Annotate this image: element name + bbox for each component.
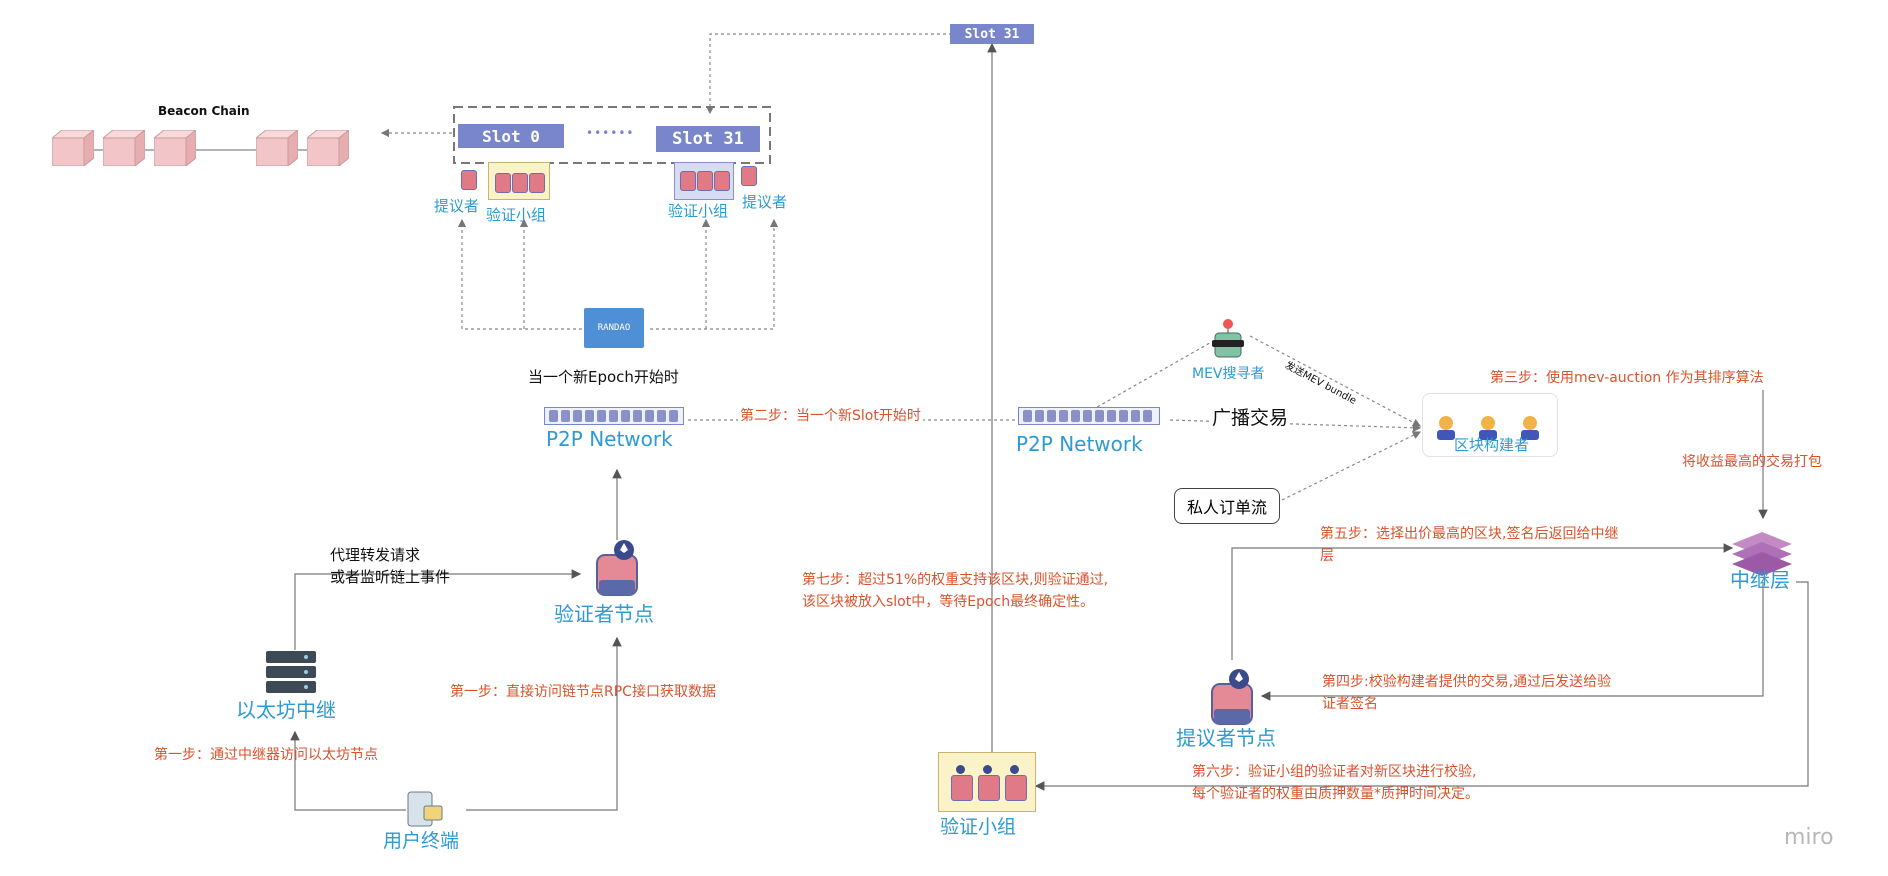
- miro-watermark: miro: [1784, 825, 1834, 850]
- block-icon: [52, 130, 94, 166]
- proposer-label: 提议者: [742, 193, 788, 211]
- step1-direct-label: 第一步：直接访问链节点RPC接口获取数据: [450, 684, 716, 700]
- validator-node-label: 验证者节点: [554, 602, 654, 626]
- builder-box: [1422, 393, 1558, 457]
- p2p-nodes: [1018, 407, 1160, 425]
- committee-icon: [488, 162, 550, 200]
- listen-label: 或者监听链上事件: [330, 568, 451, 586]
- builder-label: 区块构建者: [1454, 436, 1530, 454]
- step7-line1: 第七步：超过51%的权重支持该区块,则验证通过,: [802, 572, 1109, 588]
- block-icon: [103, 130, 145, 166]
- committee-icon: [674, 162, 734, 200]
- step2-label: 第二步：当一个新Slot开始时: [738, 408, 923, 426]
- relay-layer-label: 中继层: [1730, 568, 1790, 592]
- slot-0-label: Slot 0: [458, 124, 564, 148]
- slot-ellipsis: ••••••: [586, 126, 635, 140]
- step6-line2: 每个验证者的权重由质押数量*质押时间决定。: [1192, 786, 1479, 802]
- step4-line1: 第四步:校验构建者提供的交易,通过后发送给验: [1322, 674, 1612, 690]
- p2p-network-label: P2P Network: [1016, 432, 1143, 456]
- p2p-network-label: P2P Network: [546, 427, 673, 451]
- new-epoch-label: 当一个新Epoch开始时: [528, 368, 679, 386]
- beacon-chain-title: Beacon Chain: [158, 104, 250, 118]
- mev-searcher-label: MEV搜寻者: [1192, 366, 1265, 382]
- p2p-nodes: [544, 407, 684, 425]
- proposer-label: 提议者: [434, 197, 480, 215]
- private-flow-box: 私人订单流: [1174, 488, 1280, 524]
- slot-31-top-label: Slot 31: [950, 24, 1034, 44]
- step7-line2: 该区块被放入slot中，等待Epoch最终确定性。: [802, 594, 1095, 610]
- block-icon: [154, 130, 196, 166]
- committee-label: 验证小组: [668, 202, 729, 220]
- bottom-committee-label: 验证小组: [940, 816, 1017, 838]
- step6-line1: 第六步：验证小组的验证者对新区块进行校验,: [1192, 764, 1477, 780]
- proposer-node-label: 提议者节点: [1176, 726, 1276, 750]
- committee-label: 验证小组: [486, 206, 547, 224]
- step1-relay-label: 第一步：通过中继器访问以太坊节点: [154, 747, 378, 763]
- block-icon: [307, 130, 349, 166]
- pack-label: 将收益最高的交易打包: [1682, 454, 1822, 470]
- randao-box: RANDAO: [584, 308, 644, 348]
- step4-line2: 证者签名: [1322, 696, 1378, 712]
- block-icon: [256, 130, 298, 166]
- bottom-committee-icon: [938, 752, 1036, 812]
- broadcast-label: 广播交易: [1210, 407, 1291, 431]
- step3-label: 第三步：使用mev-auction 作为其排序算法: [1490, 370, 1764, 386]
- user-terminal-label: 用户终端: [383, 830, 460, 852]
- eth-relay-label: 以太坊中继: [236, 698, 336, 722]
- step5-line2: 层: [1320, 548, 1334, 564]
- proxy-label: 代理转发请求: [330, 546, 421, 564]
- slot-31-label: Slot 31: [656, 126, 760, 152]
- step5-line1: 第五步：选择出价最高的区块,签名后返回给中继: [1320, 526, 1619, 542]
